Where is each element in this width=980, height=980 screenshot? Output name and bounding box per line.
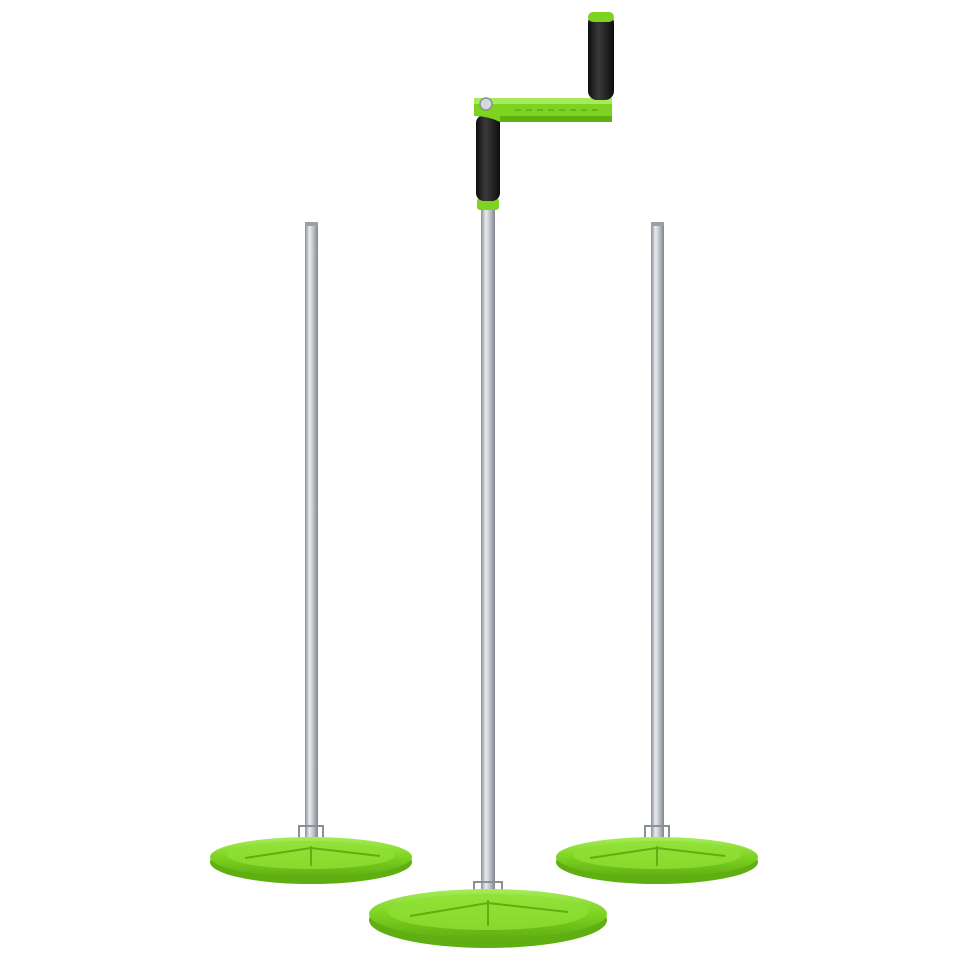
lower-grip xyxy=(476,115,500,201)
upper-grip-cap xyxy=(588,12,614,22)
shaft-left xyxy=(305,222,318,840)
crank-arm xyxy=(474,97,612,122)
shaft-center xyxy=(481,208,495,898)
upper-grip xyxy=(588,14,614,100)
pivot-bolt xyxy=(479,97,493,111)
collar-center xyxy=(477,198,499,210)
pole-center xyxy=(363,12,614,953)
pole-left xyxy=(202,222,422,888)
shaft-right xyxy=(651,222,664,840)
pole-right xyxy=(547,222,767,888)
